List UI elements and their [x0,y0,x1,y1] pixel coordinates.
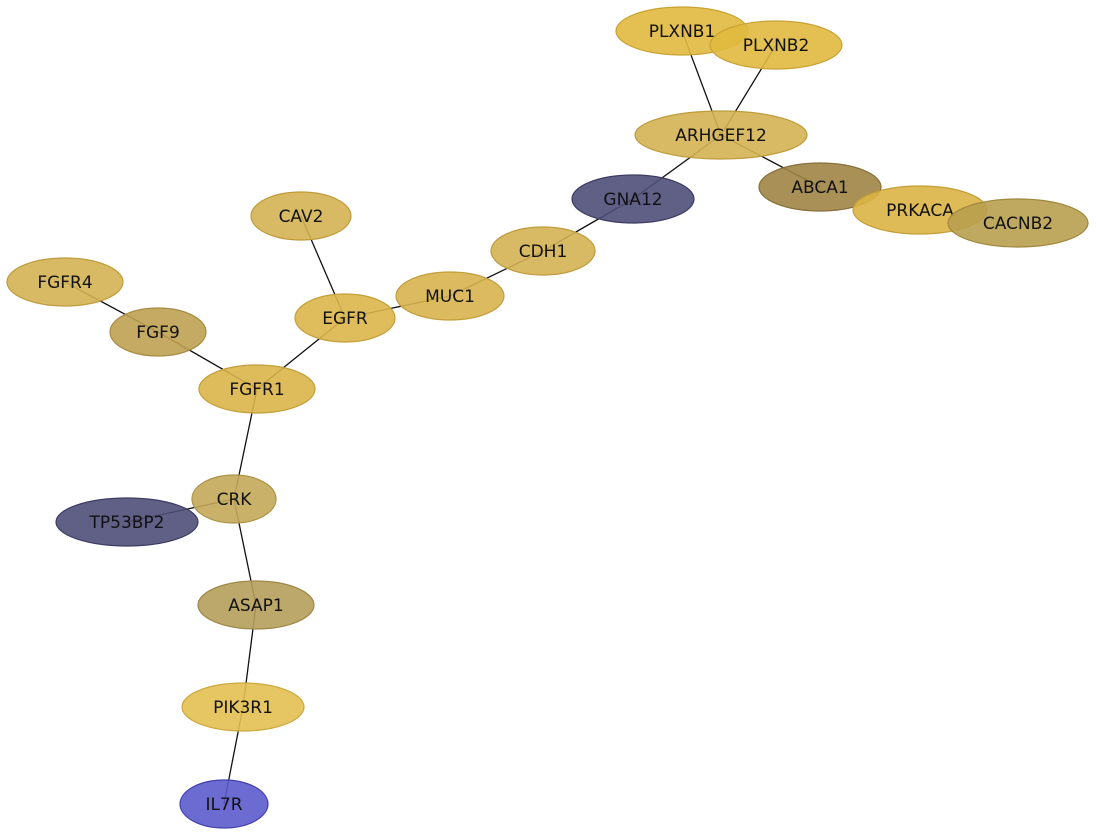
node-shape-arhgef12 [634,110,808,160]
node-pik3r1[interactable]: PIK3R1 [181,682,305,732]
node-label-muc1: MUC1 [425,287,475,307]
node-label-plxnb2: PLXNB2 [743,36,810,56]
node-asap1[interactable]: ASAP1 [197,580,315,630]
node-fgfr4[interactable]: FGFR4 [6,257,124,307]
node-label-abca1: ABCA1 [791,178,848,198]
node-shape-asap1 [197,580,315,630]
node-shape-cacnb2 [947,198,1089,248]
node-shape-egfr [294,293,396,343]
node-label-arhgef12: ARHGEF12 [675,126,767,146]
node-shape-crk [191,474,277,524]
node-shape-muc1 [395,271,505,321]
node-label-cacnb2: CACNB2 [983,214,1053,234]
node-fgfr1[interactable]: FGFR1 [198,364,316,414]
node-shape-fgfr4 [6,257,124,307]
node-crk[interactable]: CRK [191,474,277,524]
node-label-cdh1: CDH1 [519,242,568,262]
node-label-tp53bp2: TP53BP2 [89,513,165,533]
node-label-fgfr4: FGFR4 [37,273,92,293]
node-label-gna12: GNA12 [603,190,662,210]
node-shape-gna12 [571,174,695,224]
node-shape-plxnb2 [709,20,843,70]
node-shape-cdh1 [490,226,596,276]
node-label-pik3r1: PIK3R1 [213,698,273,718]
node-abca1[interactable]: ABCA1 [758,162,882,212]
node-label-plxnb1: PLXNB1 [649,22,716,42]
node-cav2[interactable]: CAV2 [250,191,352,241]
node-cdh1[interactable]: CDH1 [490,226,596,276]
node-shape-abca1 [758,162,882,212]
node-tp53bp2[interactable]: TP53BP2 [55,497,199,547]
node-label-cav2: CAV2 [279,207,324,227]
node-egfr[interactable]: EGFR [294,293,396,343]
node-shape-tp53bp2 [55,497,199,547]
node-fgf9[interactable]: FGF9 [109,307,207,357]
node-label-prkaca: PRKACA [886,201,954,221]
node-label-crk: CRK [217,490,253,510]
node-label-fgf9: FGF9 [136,323,180,343]
node-shape-pik3r1 [181,682,305,732]
node-label-fgfr1: FGFR1 [229,380,284,400]
node-shape-il7r [179,779,269,829]
node-label-asap1: ASAP1 [228,596,283,616]
node-shape-fgfr1 [198,364,316,414]
node-shape-cav2 [250,191,352,241]
node-label-il7r: IL7R [205,795,242,815]
node-gna12[interactable]: GNA12 [571,174,695,224]
node-muc1[interactable]: MUC1 [395,271,505,321]
node-cacnb2[interactable]: CACNB2 [947,198,1089,248]
node-il7r[interactable]: IL7R [179,779,269,829]
node-shape-fgf9 [109,307,207,357]
node-label-egfr: EGFR [322,309,368,329]
node-arhgef12[interactable]: ARHGEF12 [634,110,808,160]
node-plxnb2[interactable]: PLXNB2 [709,20,843,70]
